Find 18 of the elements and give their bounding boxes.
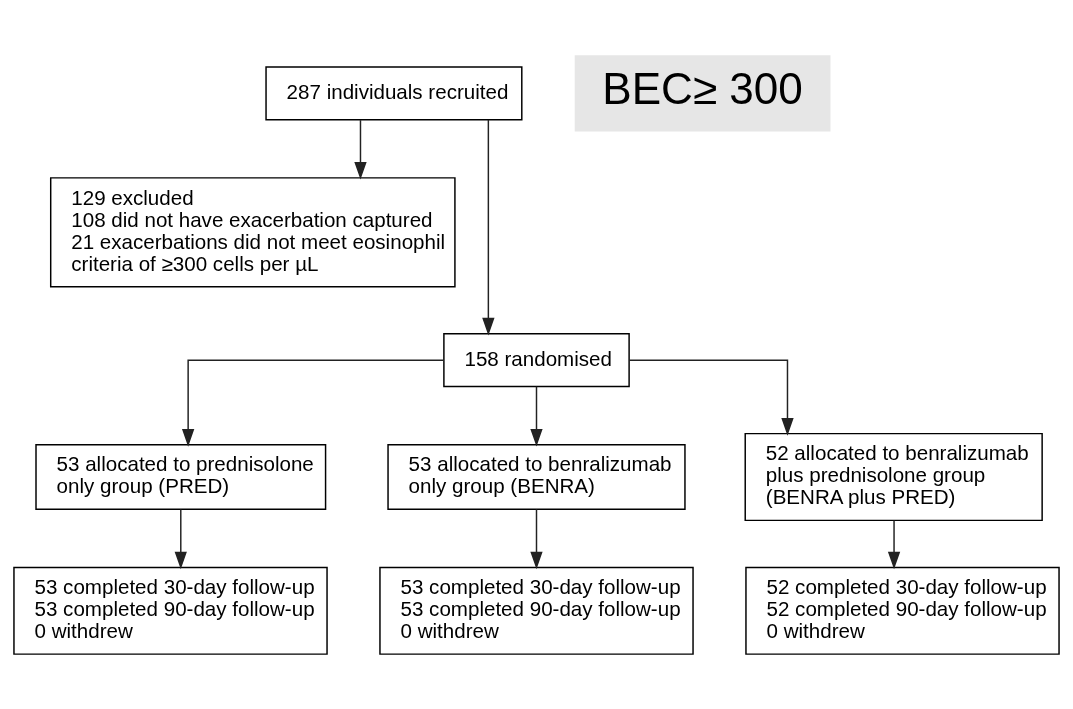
node-box: 52 allocated to benralizumab plus prednisolone group (BENRA plus PRED) [744, 432, 1043, 521]
node-box: BEC≥ 300 [574, 54, 831, 132]
arrow [354, 118, 367, 180]
node-box: 53 completed 30-day follow-up 53 completed 90-day follow-up 0 withdrew [379, 566, 694, 655]
node-box: 129 excluded 108 did not have exacerbation captured 21 exacerbations did not meet eosinophil criteria of ≥300 cells per µL [49, 176, 456, 287]
node-box: 158 randomised [443, 332, 630, 387]
node-box: 287 individuals recruited [265, 65, 523, 121]
arrow [887, 519, 901, 569]
arrow [181, 358, 445, 447]
node-box: 53 completed 30-day follow-up 53 completed 90-day follow-up 0 withdrew [13, 566, 328, 655]
node-box: 53 allocated to prednisolone only group (PRED) [35, 443, 327, 510]
arrow [174, 508, 187, 569]
node-box: 53 allocated to benralizumab only group (BENRA) [387, 443, 686, 510]
arrow [628, 358, 794, 436]
node-box: 52 completed 30-day follow-up 52 completed 90-day follow-up 0 withdrew [745, 566, 1060, 655]
arrow [482, 118, 495, 336]
arrow [530, 385, 543, 447]
arrow [530, 508, 543, 569]
